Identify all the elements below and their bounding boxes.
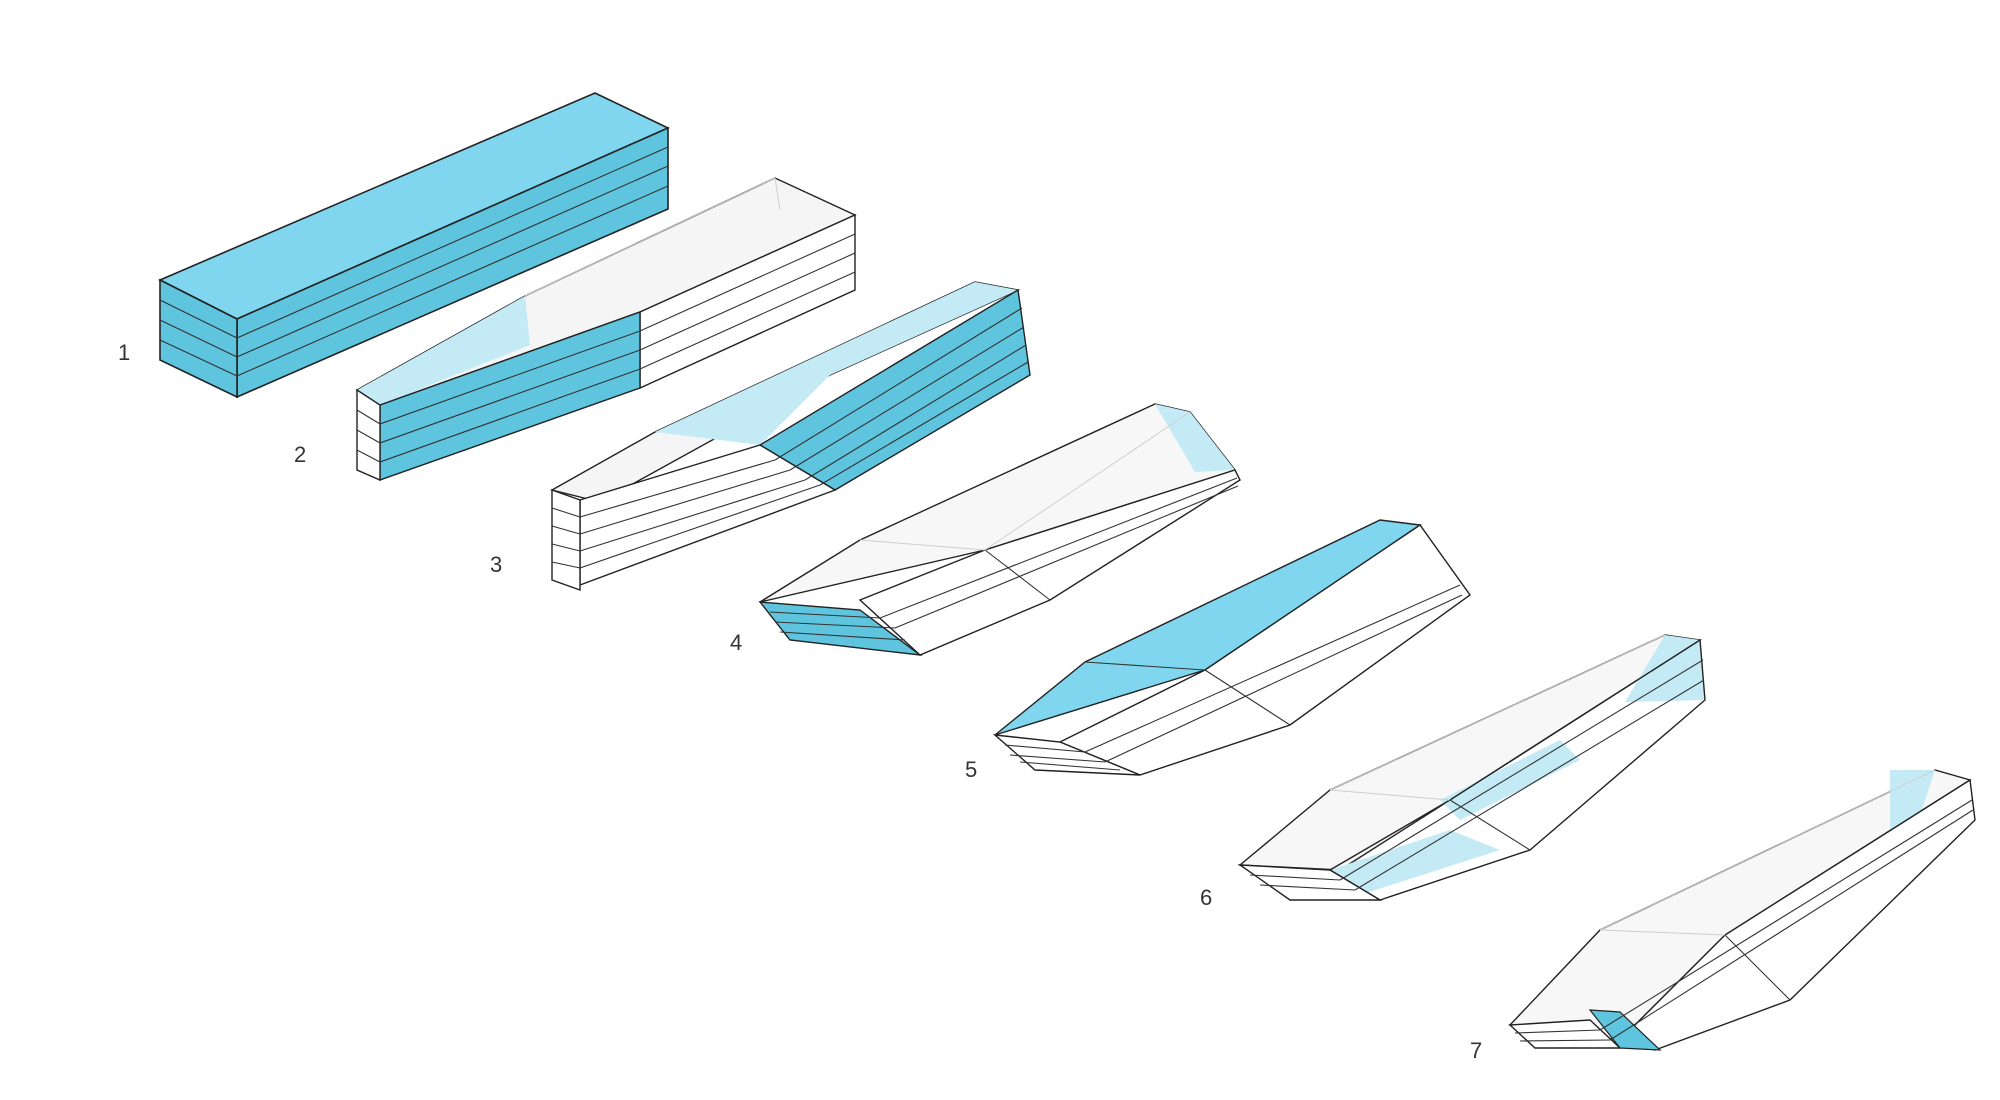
step-7-label: 7	[1470, 1038, 1482, 1063]
step-4-floor-lines	[769, 477, 1239, 641]
step-1-massing	[158, 92, 670, 399]
step-4-label: 4	[730, 630, 742, 655]
step-6-end-highlight	[1625, 635, 1705, 702]
step-5-roof-highlight	[994, 519, 1422, 736]
step-4-end-highlight	[1155, 404, 1235, 472]
step-6-mid-highlight	[1440, 740, 1580, 820]
step-4-massing	[758, 403, 1241, 656]
step-4-ghost-lines	[859, 411, 1191, 551]
step-2-end-face	[356, 388, 381, 482]
step-3-floor-lines	[551, 307, 1029, 569]
step-2-roof-highlight	[357, 296, 530, 405]
step-6-end-face	[1237, 864, 1383, 901]
step-7-massing	[1508, 769, 1976, 1051]
step-2-ghost-lines	[524, 177, 781, 297]
step-2-massing	[355, 177, 857, 482]
step-3-end-face	[551, 489, 581, 591]
step-5-label: 5	[965, 757, 977, 782]
step-6-floor-lines	[1249, 659, 1705, 891]
step-5-end-face	[992, 734, 1141, 776]
step-2-floor-lines	[356, 233, 856, 463]
step-5-massing	[992, 519, 1471, 776]
step-6-label: 6	[1200, 885, 1212, 910]
step-5-floor-lines	[1004, 584, 1463, 771]
step-6-ghost-lines	[1329, 634, 1666, 801]
step-2-label: 2	[294, 442, 306, 467]
step-1-label: 1	[118, 340, 130, 365]
step-3-massing	[550, 281, 1031, 591]
step-4-front-highlight	[758, 601, 923, 656]
step-3-label: 3	[490, 552, 502, 577]
step-7-floor-lines	[1514, 799, 1974, 1042]
step-1-floor-lines	[159, 146, 669, 377]
step-3-roof-highlight	[655, 282, 1018, 445]
step-6-massing	[1237, 634, 1706, 901]
step-7-ghost-lines	[1599, 769, 1936, 936]
